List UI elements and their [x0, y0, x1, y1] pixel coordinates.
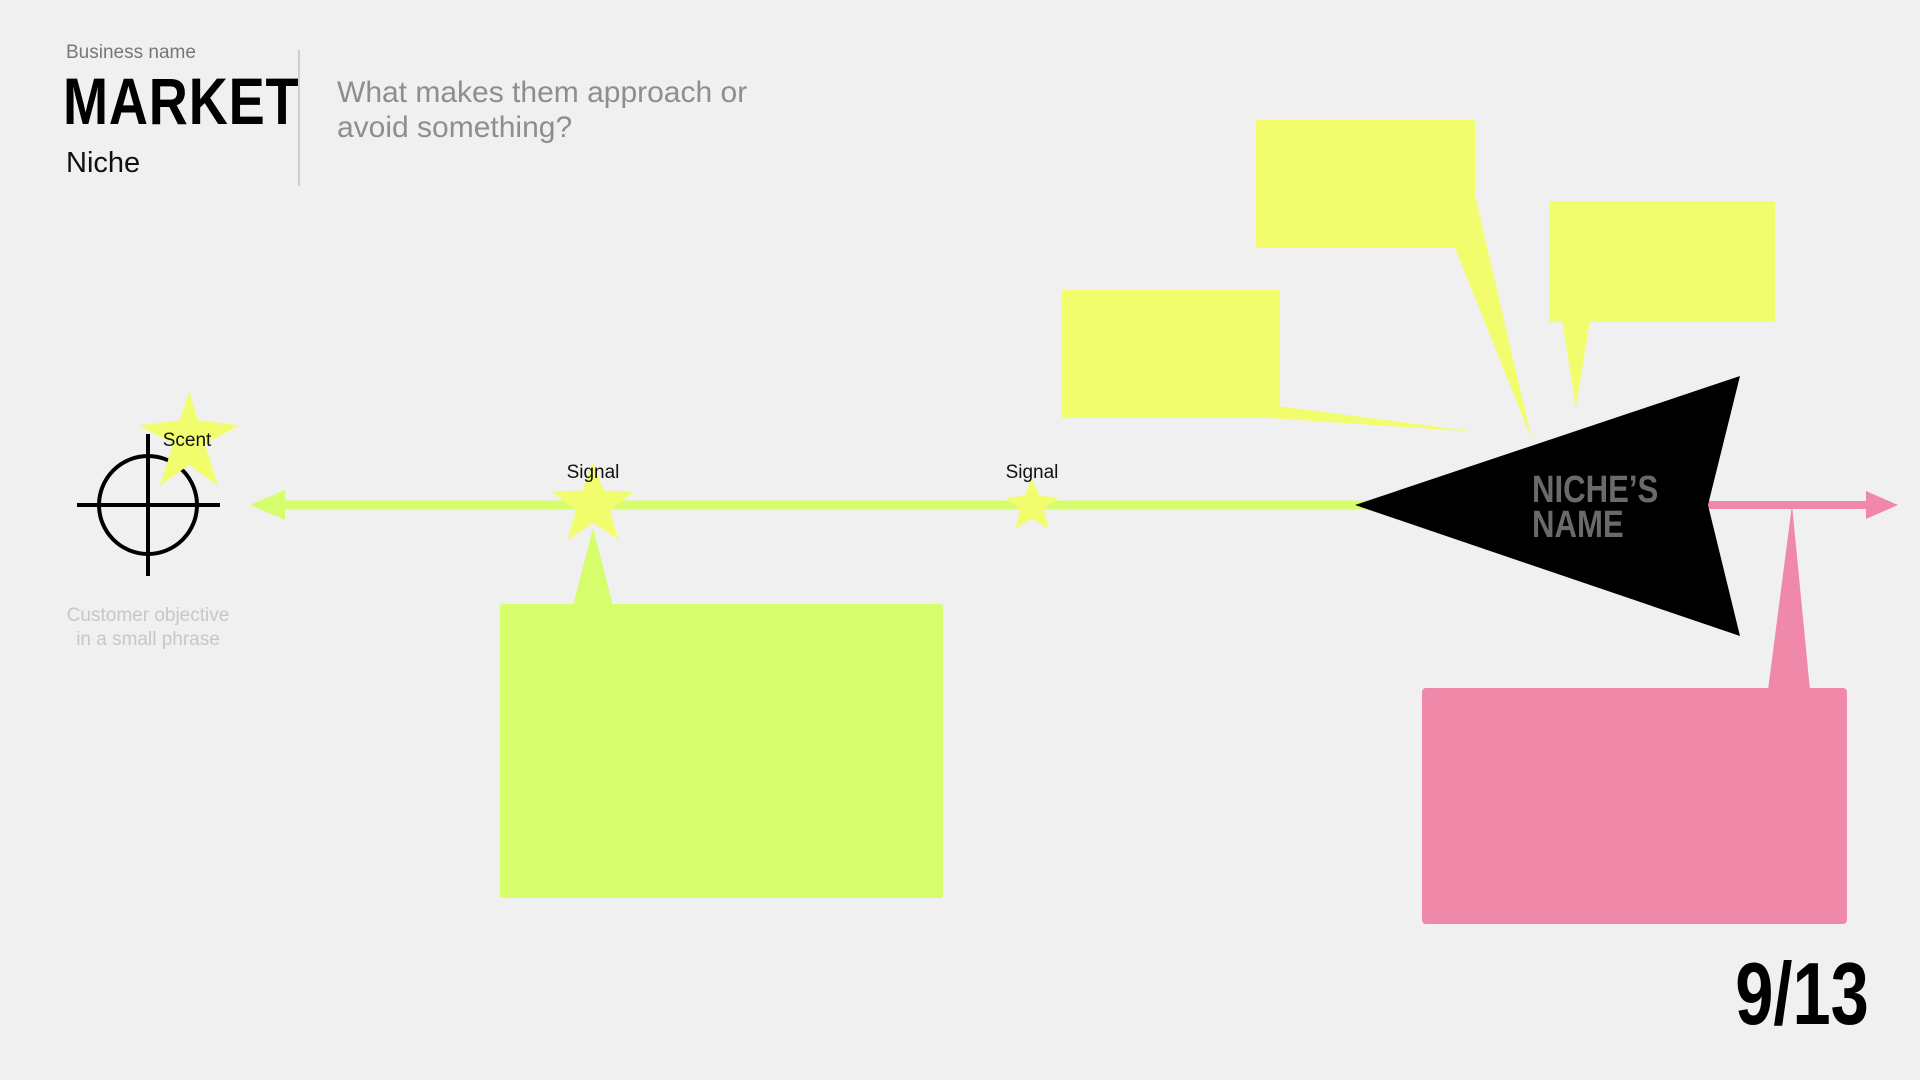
scent-label: Scent: [163, 430, 212, 451]
niche-name-line1: NICHE’S: [1532, 469, 1658, 511]
signal-label-1: Signal: [567, 462, 620, 483]
pink-arrowhead: [1866, 491, 1898, 519]
guiding-question: What makes them approach or avoid someth…: [337, 76, 748, 144]
business-name: Business name: [66, 42, 196, 63]
signal-star-2-icon: [1005, 478, 1059, 529]
objective-line-1: Customer objective: [66, 605, 230, 626]
yellow-callout-left[interactable]: [1062, 290, 1478, 432]
crosshair-icon: [77, 434, 220, 576]
page-title: MARKET: [63, 64, 300, 138]
header-divider: [298, 50, 300, 186]
objective-line-2: in a small phrase: [76, 629, 220, 650]
timeline-left-arrowhead: [250, 490, 285, 520]
niche-name-line2: NAME: [1532, 504, 1624, 546]
lime-callout[interactable]: [500, 528, 943, 898]
yellow-callout-top[interactable]: [1256, 120, 1532, 440]
scent-star-icon: [138, 391, 240, 486]
page-subtitle: Niche: [66, 147, 141, 179]
niche-arrowhead: [1355, 376, 1740, 636]
pink-callout[interactable]: [1422, 505, 1847, 924]
signal-star-1-icon: [552, 462, 634, 540]
page-number: 9/13: [1735, 944, 1869, 1043]
niche-name: NICHE’S NAME: [1532, 469, 1667, 546]
customer-objective: Customer objective in a small phrase: [48, 604, 248, 652]
signal-label-2: Signal: [1006, 462, 1059, 483]
yellow-callout-right[interactable]: [1549, 201, 1775, 408]
